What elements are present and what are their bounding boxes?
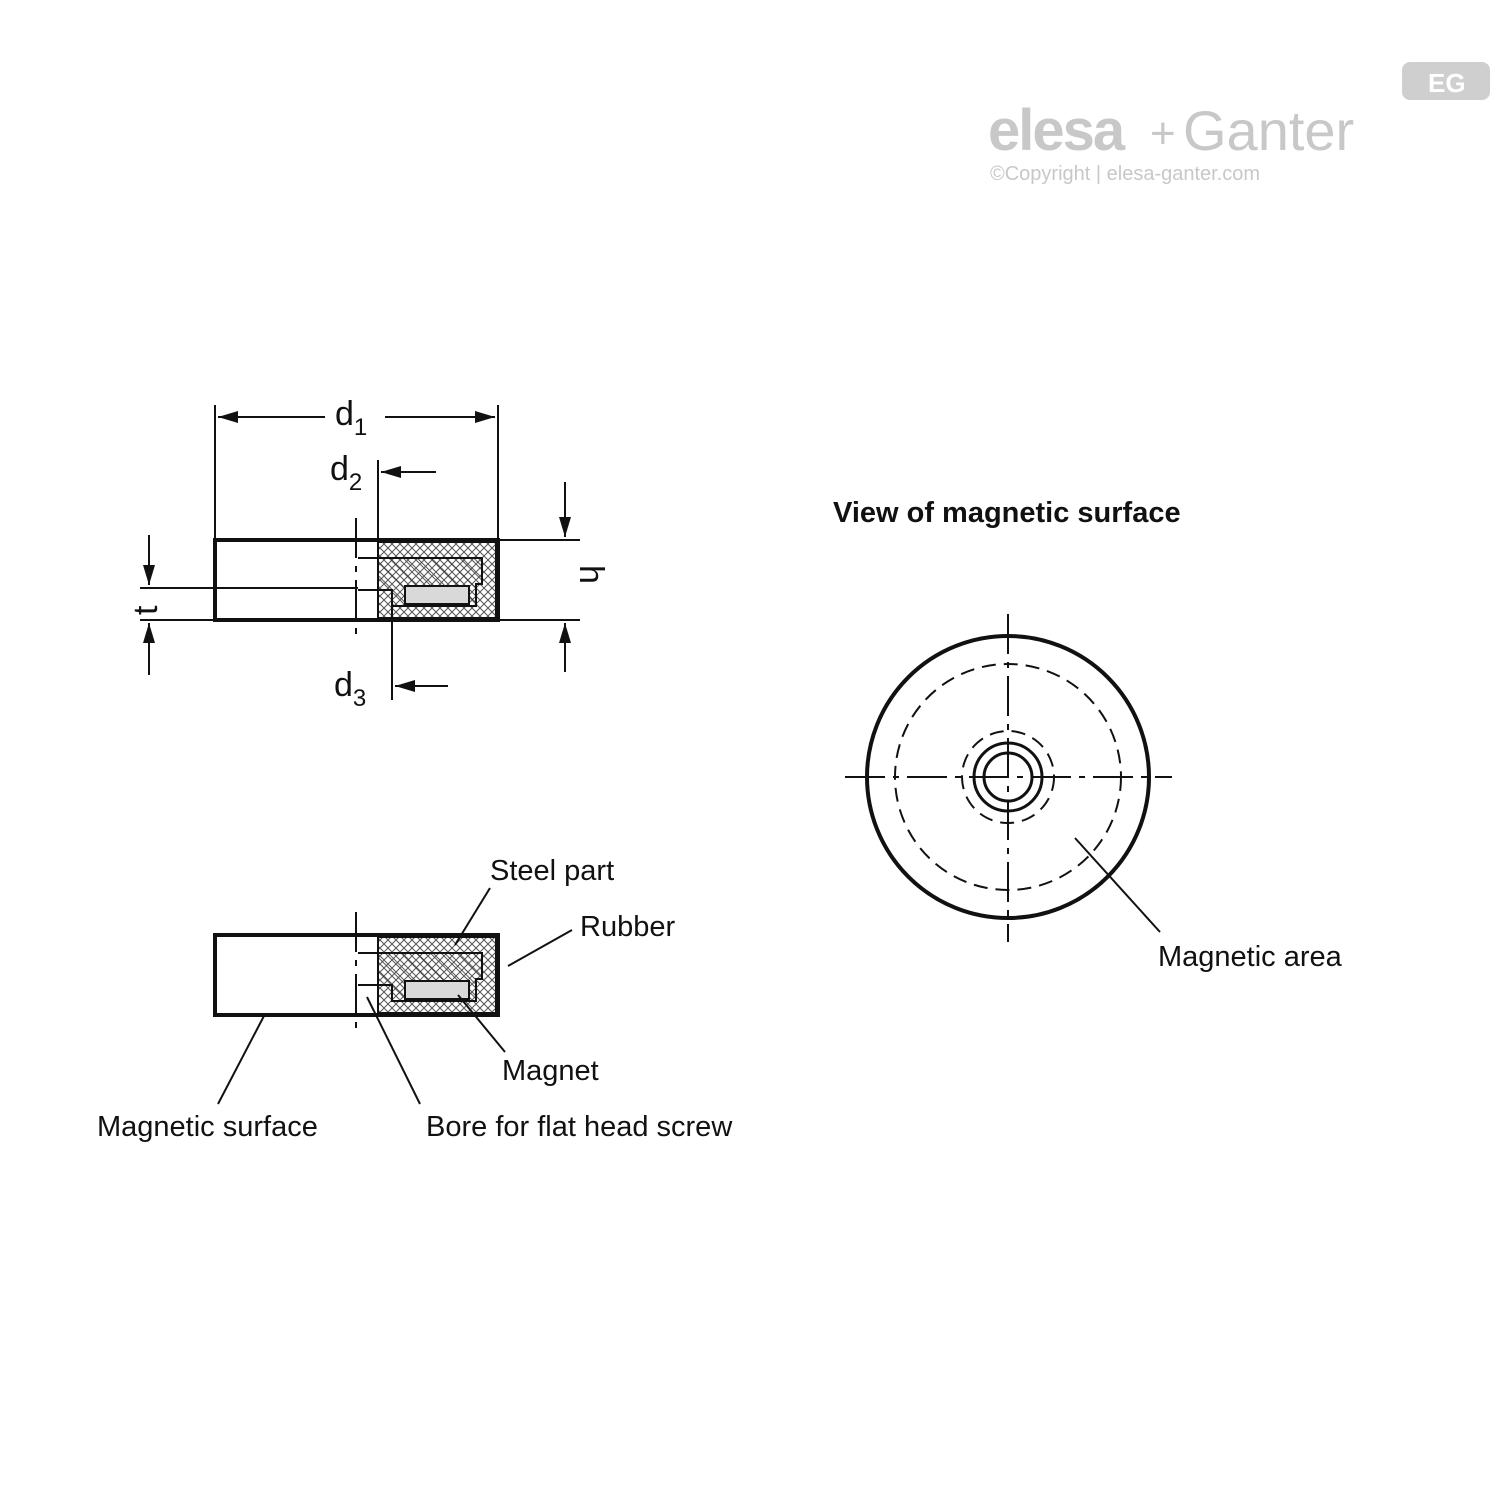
dim-h: h — [572, 565, 610, 584]
callout-magnet: Magnet — [502, 1055, 599, 1087]
callout-magnetic-area: Magnetic area — [1158, 941, 1343, 973]
brand-plus: + — [1150, 109, 1176, 158]
brand-logo: elesa + Ganter EG ©Copyright | elesa-gan… — [988, 62, 1490, 185]
brand-name-elesa: elesa — [988, 98, 1126, 163]
dim-t: t — [127, 605, 165, 615]
callout-steel-part: Steel part — [490, 855, 614, 887]
dim-d1: d1 — [335, 395, 367, 441]
callout-magnetic-surface: Magnetic surface — [97, 1111, 318, 1143]
callout-rubber: Rubber — [580, 911, 675, 943]
brand-copyright: ©Copyright | elesa-ganter.com — [990, 163, 1260, 185]
brand-badge — [1402, 62, 1490, 100]
side-view-dimensioned: d1 d2 d3 h t — [127, 395, 610, 712]
top-view: View of magnetic surface Magnetic area — [833, 497, 1343, 973]
magnet-section-2 — [404, 980, 470, 1000]
view-title: View of magnetic surface — [833, 497, 1181, 529]
brand-name-ganter: Ganter — [1183, 99, 1354, 162]
brand-badge-text: EG — [1428, 68, 1466, 98]
side-view-labeled: Steel part Rubber Magnet Magnetic surfac… — [97, 855, 733, 1143]
magnet-section — [404, 585, 470, 605]
dim-d2: d2 — [330, 450, 362, 496]
dim-d3: d3 — [334, 666, 366, 712]
callout-bore: Bore for flat head screw — [426, 1111, 733, 1143]
